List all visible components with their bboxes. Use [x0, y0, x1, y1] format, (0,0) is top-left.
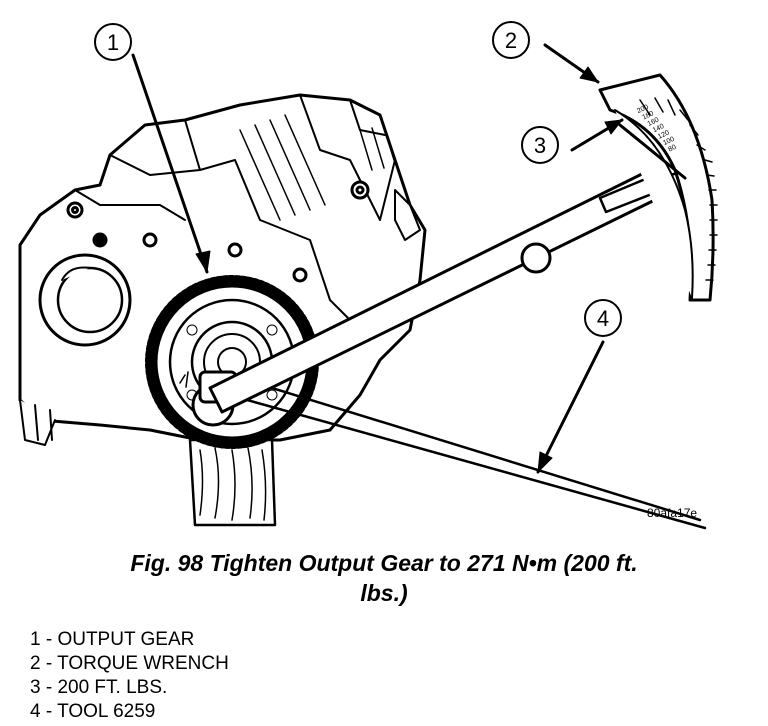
scale-label-160: 160	[647, 117, 661, 128]
callout-3-number: 3	[534, 133, 546, 158]
callout-3: 3	[521, 118, 624, 164]
scale-label-100: 100	[662, 136, 676, 147]
callout-1: 1	[94, 23, 211, 274]
legend-item-output-gear: 1 - OUTPUT GEAR	[30, 629, 195, 650]
callout-1-number: 1	[107, 30, 119, 55]
legend-item-torque-value: 3 - 200 FT. LBS.	[30, 677, 168, 698]
scale-label-200: 200	[636, 104, 650, 115]
scale-label-80: 80	[667, 144, 677, 154]
wrench-scale-labels: 200 180 160 140 120 100 80	[636, 104, 677, 154]
legend-item-torque-wrench: 2 - TORQUE WRENCH	[30, 653, 229, 674]
callout-2-number: 2	[505, 28, 517, 53]
scale-label-120: 120	[657, 129, 671, 140]
caption-line-2: lbs.)	[360, 580, 408, 606]
callout-4: 4	[536, 299, 622, 474]
figure-image-code: 80afa17e	[647, 506, 697, 520]
exploded-view-illustration: 200 180 160 140 120 100 80 1 2 3	[18, 21, 718, 530]
scale-label-140: 140	[652, 123, 666, 134]
wooden-support-block	[188, 438, 277, 527]
callout-4-number: 4	[597, 306, 609, 331]
callout-2: 2	[492, 21, 600, 84]
parts-legend: 1 - OUTPUT GEAR 2 - TORQUE WRENCH 3 - 20…	[30, 628, 229, 724]
figure-caption: Fig. 98 Tighten Output Gear to 271 N•m (…	[0, 548, 768, 608]
legend-item-tool: 4 - TOOL 6259	[30, 701, 156, 722]
scale-label-180: 180	[641, 110, 655, 121]
torque-wrench	[208, 73, 718, 414]
caption-line-1: Fig. 98 Tighten Output Gear to 271 N•m (…	[130, 550, 638, 576]
